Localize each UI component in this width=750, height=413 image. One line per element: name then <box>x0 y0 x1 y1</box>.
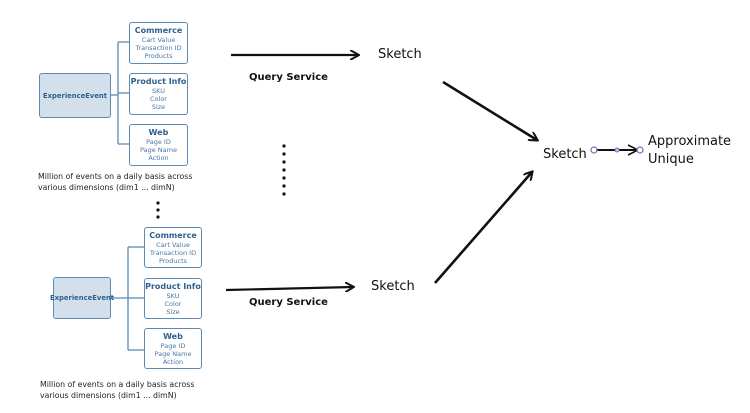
commerce-box-top: Commerce Cart Value Transaction ID Produ… <box>129 22 188 64</box>
web-box-bottom: Web Page ID Page Name Action <box>144 328 202 369</box>
product-info-title: Product Info <box>145 282 201 291</box>
field-page-id: Page ID <box>146 138 171 146</box>
field-color: Color <box>164 300 182 308</box>
sketch-label-top: Sketch <box>378 47 422 62</box>
web-title: Web <box>163 332 183 341</box>
query-arrow-bottom <box>225 287 353 290</box>
merge-arrow-bottom <box>434 172 532 284</box>
ellipsis-left <box>156 201 160 219</box>
field-page-name: Page Name <box>140 146 177 154</box>
web-title: Web <box>148 128 169 137</box>
commerce-title: Commerce <box>149 231 197 240</box>
commerce-title: Commerce <box>134 26 183 35</box>
web-box-top: Web Page ID Page Name Action <box>129 124 188 166</box>
field-page-id: Page ID <box>160 342 186 350</box>
merged-sketch-label: Sketch <box>543 147 587 162</box>
field-transaction-id: Transaction ID <box>135 44 182 52</box>
events-caption-bottom: Million of events on a daily basis acros… <box>40 380 195 400</box>
field-size: Size <box>151 103 166 111</box>
field-sku: SKU <box>152 87 165 95</box>
result-line-1: Approximate <box>648 134 732 149</box>
field-products: Products <box>158 257 188 265</box>
field-products: Products <box>144 52 173 60</box>
field-cart-value: Cart Value <box>141 36 176 44</box>
field-cart-value: Cart Value <box>156 241 190 249</box>
query-service-label-top: Query Service <box>249 72 328 83</box>
events-caption-top: Million of events on a daily basis acros… <box>38 172 193 192</box>
field-action: Action <box>162 358 184 366</box>
experience-event-root-bottom: ExperienceEvent <box>50 277 114 319</box>
tree-connector-top <box>111 41 129 145</box>
product-info-box-bottom: Product Info SKU Color Size <box>144 278 202 319</box>
tree-connector-bottom <box>111 246 144 351</box>
field-transaction-id: Transaction ID <box>149 249 197 257</box>
product-info-title: Product Info <box>130 77 187 86</box>
result-label: Approximate Unique <box>648 133 731 169</box>
ellipsis-center <box>282 144 286 196</box>
field-sku: SKU <box>166 292 180 300</box>
field-color: Color <box>150 95 167 103</box>
experience-event-root-top: ExperienceEvent <box>39 73 111 118</box>
sketch-label-bottom: Sketch <box>371 279 415 294</box>
field-action: Action <box>148 154 169 162</box>
field-size: Size <box>166 308 180 316</box>
result-arrow <box>590 144 644 156</box>
commerce-box-bottom: Commerce Cart Value Transaction ID Produ… <box>144 227 202 268</box>
field-page-name: Page Name <box>154 350 192 358</box>
product-info-box-top: Product Info SKU Color Size <box>129 73 188 115</box>
merge-arrow-top <box>442 80 537 140</box>
query-service-label-bottom: Query Service <box>249 297 328 308</box>
result-line-2: Unique <box>648 152 694 167</box>
